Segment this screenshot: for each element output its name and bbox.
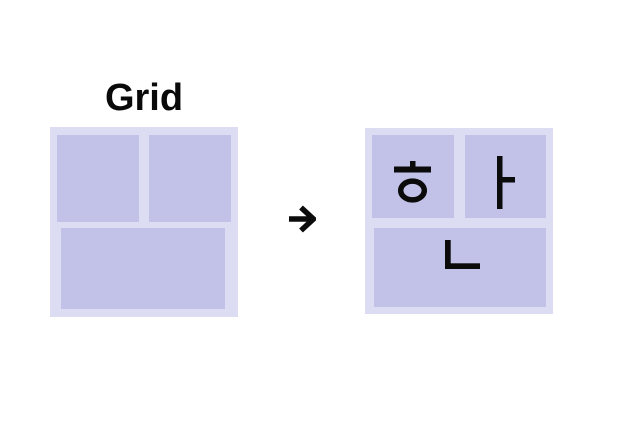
arrow-icon <box>288 205 318 233</box>
jamo-hieut-icon <box>394 160 432 203</box>
result-grid <box>365 128 553 314</box>
right-arrow-icon <box>289 205 318 233</box>
jamo-a-icon <box>497 156 516 209</box>
page-title: Grid <box>104 77 184 119</box>
result-cell-top-right <box>464 135 546 218</box>
source-grid <box>50 127 238 317</box>
source-cell-bottom <box>61 228 225 309</box>
source-cell-top-left <box>57 135 139 222</box>
source-cell-top-right <box>149 135 231 222</box>
result-cell-bottom <box>374 228 546 307</box>
jamo-nieun-icon <box>444 240 480 269</box>
result-cell-top-left <box>372 135 454 218</box>
